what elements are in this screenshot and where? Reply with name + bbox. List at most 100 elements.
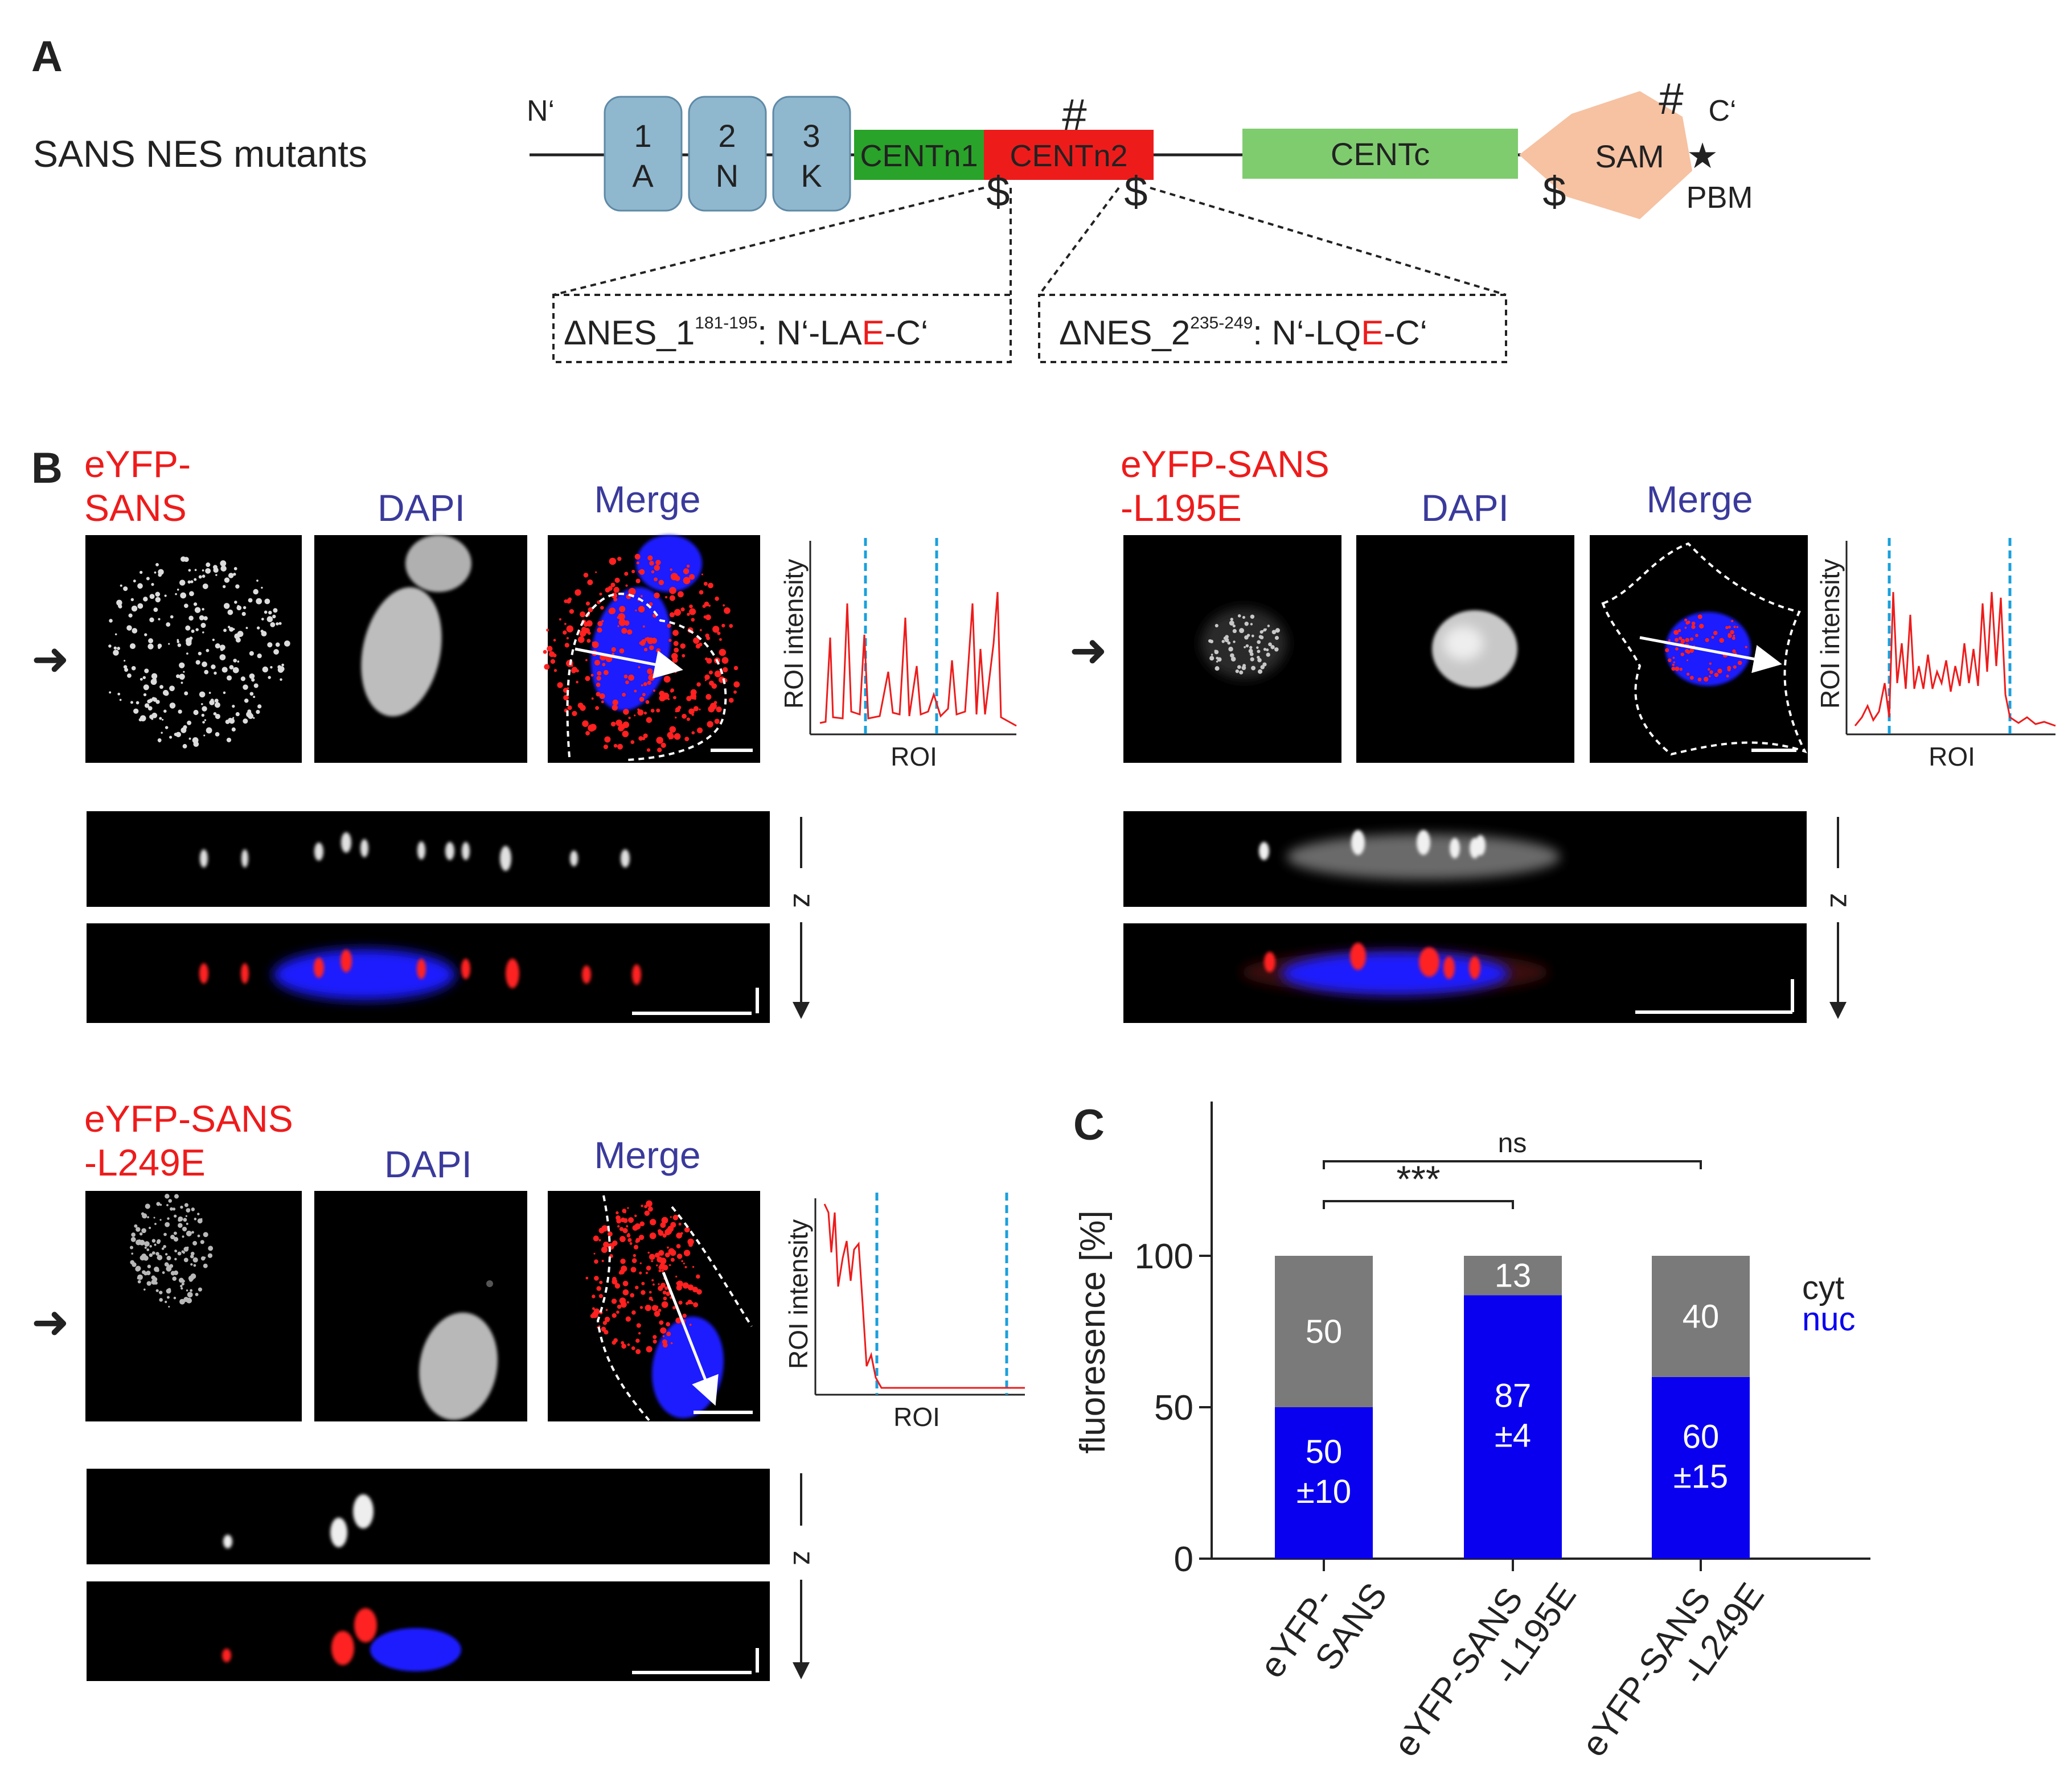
ank-repeat-2: 2 N: [688, 96, 767, 212]
dollar-mark-3: $: [1542, 168, 1566, 215]
y-tick-label: 0: [1174, 1540, 1193, 1579]
group-l195e-label-1: eYFP-SANS: [1121, 443, 1330, 485]
group-sans-row-arrow: ➜: [31, 634, 69, 684]
bar-nuc-value-label: 60: [1683, 1418, 1720, 1455]
group-l195e-dapi-label: DAPI: [1421, 487, 1509, 529]
group-l249e-z-label: z: [787, 1551, 820, 1565]
bar-cyt-value-label: 13: [1495, 1258, 1532, 1295]
bar-nuc: [1464, 1295, 1562, 1559]
group-l249e-dapi-label: DAPI: [384, 1143, 472, 1185]
group-l195e-dapi-image: [1356, 535, 1574, 763]
sam-hash: #: [1659, 73, 1683, 124]
group-l195e-roi-xlabel: ROI: [1929, 742, 1975, 771]
group-sans-roi-xlabel: ROI: [891, 742, 937, 771]
dollar-mark-2: $: [1124, 168, 1147, 215]
bar-nuc-value-label: ±15: [1673, 1458, 1728, 1495]
bar-nuc-value-label: ±4: [1495, 1417, 1531, 1454]
group-l249e-roi-plot: ROI intensity ROI: [783, 1193, 1025, 1432]
group-sans-roi-ylabel: ROI intensity: [779, 559, 809, 709]
panel-b: B eYFP- SANS DAPI Merge ➜: [31, 443, 2056, 1681]
group-l195e-merge-label: Merge: [1646, 478, 1753, 520]
group-l249e-merge-image: [548, 1191, 760, 1421]
group-l249e-label-2: -L249E: [84, 1141, 206, 1184]
group-l249e-merge-label: Merge: [594, 1134, 700, 1176]
group-l195e: eYFP-SANS -L195E DAPI Merge ➜: [1069, 443, 2056, 1023]
significance-label: ns: [1498, 1128, 1527, 1158]
nes1-label: ΔNES_1181-195: N‘-LAE-C‘: [564, 314, 928, 352]
centn1-domain: [854, 130, 984, 180]
bar-nuc-value-label: ±10: [1296, 1473, 1351, 1510]
significance-bracket: [1323, 1160, 1702, 1169]
ank-repeat-2-top: 2: [718, 118, 736, 154]
group-sans-merge-image: [543, 535, 760, 763]
y-tick-label: 100: [1135, 1237, 1193, 1276]
sam-domain: [1519, 91, 1692, 219]
centn2-label: CENTn2: [1010, 139, 1127, 173]
panel-b-letter: B: [31, 444, 63, 492]
panel-a: A SANS NES mutants N‘ 1 A 2 N 3 K CENTn1…: [31, 32, 1753, 363]
panel-c-letter: C: [1073, 1101, 1105, 1149]
group-l195e-merge-image: [1590, 535, 1808, 763]
centn1-label: CENTn1: [860, 139, 978, 173]
c-terminus-label: C‘: [1708, 94, 1736, 128]
group-l195e-row-arrow: ➜: [1069, 625, 1107, 676]
n-terminus-label: N‘: [527, 94, 555, 128]
group-l249e-label-1: eYFP-SANS: [84, 1098, 293, 1140]
group-sans-z-stack: z: [87, 811, 820, 1023]
group-l249e-dapi-image: [314, 1191, 527, 1421]
nes-connectors: [552, 187, 1507, 363]
group-l195e-eyfp-image: [1123, 535, 1341, 763]
nes2-label: ΔNES_2235-249: N‘-LQE-C‘: [1059, 314, 1427, 352]
group-l249e-roi-xlabel: ROI: [893, 1402, 940, 1432]
group-l195e-roi-plot: ROI intensity ROI: [1815, 538, 2056, 771]
group-l195e-label-2: -L195E: [1121, 487, 1242, 529]
dollar-mark-1: $: [986, 168, 1010, 215]
group-sans-dapi-image: [314, 535, 527, 763]
group-sans-merge-label: Merge: [594, 478, 700, 520]
ank-repeat-1: 1 A: [604, 96, 683, 212]
panel-a-letter: A: [31, 32, 63, 81]
bar-nuc: [1275, 1407, 1373, 1559]
legend-cyt: cyt: [1802, 1269, 1844, 1306]
centc-label: CENTc: [1331, 136, 1430, 172]
centc-domain: [1242, 129, 1518, 179]
group-sans-roi-plot: ROI intensity ROI: [779, 538, 1017, 771]
group-l249e-roi-ylabel: ROI intensity: [783, 1219, 813, 1369]
group-l249e-row-arrow: ➜: [31, 1297, 69, 1347]
bar-cyt: [1464, 1256, 1562, 1296]
bar-cyt: [1275, 1256, 1373, 1407]
ank-repeat-1-bottom: A: [632, 158, 654, 194]
group-sans-eyfp-image: [85, 535, 302, 763]
ank-repeat-3-bottom: K: [801, 158, 822, 194]
significance-bracket: [1323, 1200, 1514, 1209]
y-axis-label: fluoresence [%]: [1073, 1210, 1113, 1453]
group-l249e-z-stack: z: [87, 1469, 820, 1681]
group-l249e: eYFP-SANS -L249E DAPI Merge ➜: [31, 1098, 1025, 1681]
group-l195e-roi-ylabel: ROI intensity: [1815, 559, 1845, 709]
ank-repeat-2-bottom: N: [716, 158, 738, 194]
panel-a-title: SANS NES mutants: [33, 133, 367, 175]
group-l195e-z-label: z: [1824, 893, 1857, 908]
group-sans-label-1: eYFP-: [84, 443, 191, 485]
centn2-domain: [984, 130, 1154, 180]
x-tick-label: eYFP-SANS-L249E: [1574, 1552, 1772, 1767]
significance-label: ***: [1396, 1158, 1440, 1200]
group-sans-z-label: z: [787, 893, 820, 908]
y-tick-label: 50: [1154, 1388, 1193, 1428]
x-tick-label: eYFP-SANS: [1252, 1552, 1395, 1708]
pbm-label: PBM: [1686, 180, 1753, 215]
bar-cyt: [1652, 1256, 1750, 1377]
bar-nuc-value-label: 50: [1306, 1433, 1343, 1470]
bar-cyt-value-label: 50: [1306, 1313, 1343, 1350]
x-tick-label: eYFP-SANS-L195E: [1386, 1552, 1584, 1767]
legend-nuc: nuc: [1802, 1301, 1856, 1338]
ank-repeat-1-top: 1: [634, 118, 651, 154]
group-l249e-eyfp-image: [85, 1191, 302, 1421]
group-sans-dapi-label: DAPI: [378, 487, 465, 529]
ank-repeat-3: 3 K: [772, 96, 851, 212]
bar-cyt-value-label: 40: [1683, 1298, 1720, 1335]
bar-nuc: [1652, 1376, 1750, 1559]
pbm-star-icon: ★: [1687, 137, 1718, 176]
